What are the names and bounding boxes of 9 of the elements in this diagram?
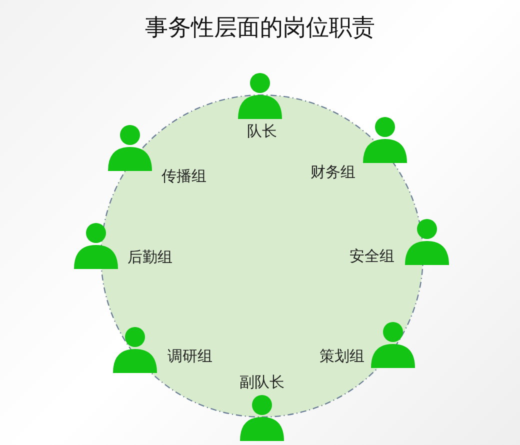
group-label: 财务组 <box>310 162 356 182</box>
group-label: 调研组 <box>168 346 212 366</box>
group-label: 策划组 <box>320 346 364 366</box>
group-label: 副队长 <box>240 372 284 392</box>
group-label: 传播组 <box>162 166 206 186</box>
group-label: 安全组 <box>350 246 394 266</box>
title: 事务性层面的岗位职责 <box>144 14 376 43</box>
group-label: 后勤组 <box>128 247 172 267</box>
group-label: 队长 <box>247 121 277 141</box>
